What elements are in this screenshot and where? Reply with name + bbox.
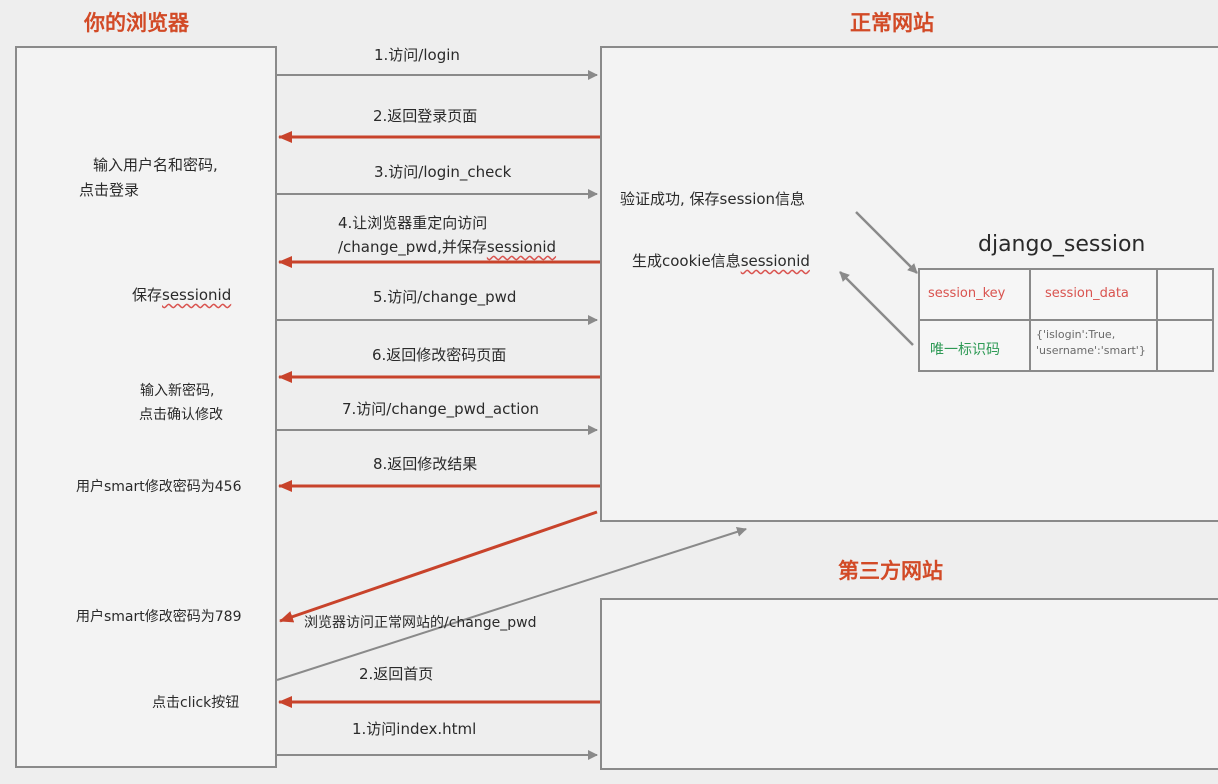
note-verify-success: 验证成功, 保存session信息 xyxy=(620,190,806,208)
label-step4-line1: 4.让浏览器重定向访问 xyxy=(338,214,488,232)
arrow-from-table xyxy=(839,271,914,346)
third-site-title: 第三方网站 xyxy=(838,559,943,583)
third-site-box xyxy=(600,598,1218,770)
table-cell-unique-id: 唯一标识码 xyxy=(930,342,1000,358)
note-gen-cookie-word: sessionid xyxy=(740,252,810,270)
note-input-new-pwd-line1: 输入新密码, xyxy=(140,383,215,399)
django-session-table: session_key session_data 唯一标识码 {'islogin… xyxy=(918,268,1214,372)
normal-site-title: 正常网站 xyxy=(850,11,934,35)
note-input-user-line1: 输入用户名和密码, xyxy=(93,156,218,174)
django-session-title: django_session xyxy=(978,232,1146,257)
note-input-user-line2: 点击登录 xyxy=(79,181,140,199)
label-step5: 5.访问/change_pwd xyxy=(373,288,517,306)
arrow-forged-response xyxy=(279,510,598,623)
note-gen-cookie-prefix: 生成cookie信息 xyxy=(632,252,741,270)
label-third-step1: 1.访问index.html xyxy=(352,720,477,738)
table-header-session-key: session_key xyxy=(928,286,1006,301)
note-input-new-pwd-line2: 点击确认修改 xyxy=(139,407,223,423)
label-cross-site: 浏览器访问正常网站的/change_pwd xyxy=(304,615,537,631)
label-third-step2: 2.返回首页 xyxy=(359,665,434,683)
label-step7: 7.访问/change_pwd_action xyxy=(342,400,540,418)
note-result-789: 用户smart修改密码为789 xyxy=(76,609,242,625)
label-step2: 2.返回登录页面 xyxy=(373,107,478,125)
label-step4-word: sessionid xyxy=(486,238,557,256)
table-cell-data-line2: 'username':'smart'} xyxy=(1036,344,1146,357)
browser-title: 你的浏览器 xyxy=(84,11,189,35)
arrow-to-table xyxy=(855,211,918,274)
note-save-prefix: 保存 xyxy=(132,286,163,304)
table-cell-data-line1: {'islogin':True, xyxy=(1036,328,1116,341)
label-step1: 1.访问/login xyxy=(374,46,460,64)
note-save-word: sessionid xyxy=(162,286,232,304)
label-step8: 8.返回修改结果 xyxy=(373,455,478,473)
label-step3: 3.访问/login_check xyxy=(374,163,512,181)
note-click-button: 点击click按钮 xyxy=(152,695,240,711)
note-result-456: 用户smart修改密码为456 xyxy=(76,479,242,495)
label-step4-prefix: /change_pwd,并保存 xyxy=(338,238,487,256)
label-step4-line2: /change_pwd,并保存sessionid xyxy=(338,238,556,257)
label-step6: 6.返回修改密码页面 xyxy=(372,346,507,364)
note-gen-cookie: 生成cookie信息sessionid xyxy=(632,251,810,271)
table-header-session-data: session_data xyxy=(1045,286,1129,301)
table-row-divider xyxy=(920,319,1212,321)
browser-box xyxy=(15,46,277,768)
note-save-sessionid: 保存sessionid xyxy=(132,285,231,305)
arrow-forged-request xyxy=(276,526,747,681)
